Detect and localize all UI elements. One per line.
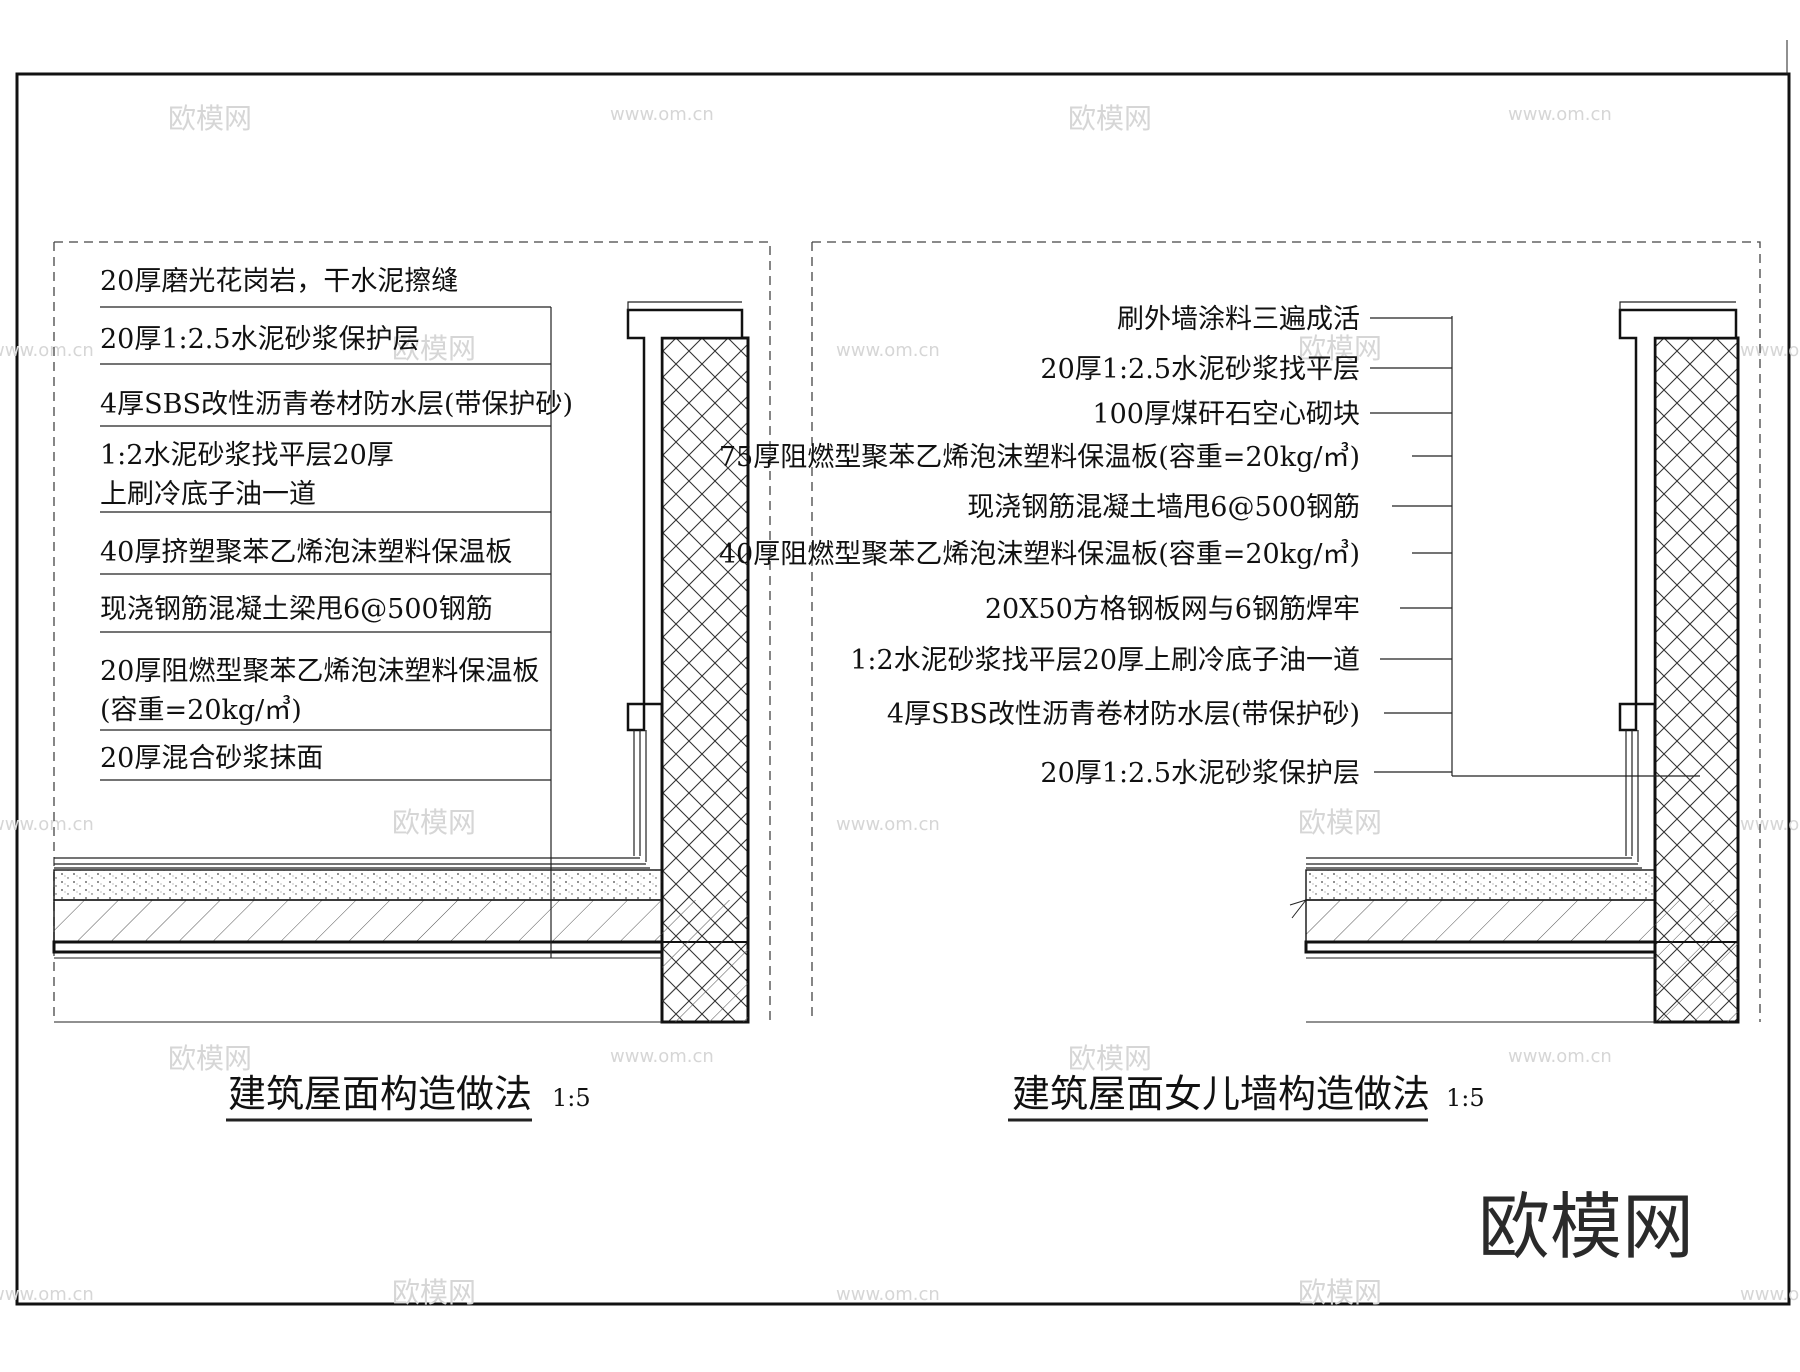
right-layer-label: 4厚SBS改性沥青卷材防水层(带保护砂) [887,699,1360,730]
watermark-logo: 欧模网 [392,332,476,365]
right-detail-scale: 1:5 [1446,1084,1485,1112]
left-layer-label: 20厚磨光花岗岩，干水泥擦缝 [100,266,458,297]
sheet-frame [15,72,1791,1306]
left-layer-label: 40厚挤塑聚苯乙烯泡沫塑料保温板 [100,537,512,568]
left-detail-title: 建筑屋面构造做法 [228,1072,532,1116]
watermark-logo: 欧模网 [168,1042,252,1075]
watermark-url: www.om.cn [836,340,940,361]
left-detail-scale: 1:5 [552,1084,591,1112]
right-layer-labels: 刷外墙涂料三遍成活 20厚1:2.5水泥砂浆找平层 100厚煤矸石空心砌块 75厚阻燃… [719,304,1360,789]
left-layer-label: 上刷冷底子油一道 [100,479,316,510]
watermark-logo: 欧模网 [392,1276,476,1309]
left-layer-label: 1:2水泥砂浆找平层20厚 [100,440,394,471]
watermark-logo: 欧模网 [1068,1042,1152,1075]
right-layer-label: 75厚阻燃型聚苯乙烯泡沫塑料保温板(容重=20kg/㎥) [719,442,1360,473]
left-layer-label: 现浇钢筋混凝土梁甩6@500钢筋 [100,594,493,625]
left-layer-label: 20厚阻燃型聚苯乙烯泡沫塑料保温板 [100,656,539,687]
left-layer-label: 20厚1:2.5水泥砂浆保护层 [100,324,420,355]
watermark-logo: 欧模网 [1298,332,1382,365]
right-layer-label: 20厚1:2.5水泥砂浆保护层 [1040,758,1360,789]
right-layer-label: 刷外墙涂料三遍成活 [1117,304,1360,335]
watermark-url: www.om.cn [1740,340,1800,361]
watermark-url: www.om.cn [1508,104,1612,125]
watermark-url: www.om.cn [0,340,94,361]
watermark-url: www.om.cn [1508,1046,1612,1067]
watermark-logo: 欧模网 [1298,1276,1382,1309]
right-layer-label: 40厚阻燃型聚苯乙烯泡沫塑料保温板(容重=20kg/㎥) [719,539,1360,570]
watermark-url: www.om.cn [836,1284,940,1305]
left-layer-labels: 20厚磨光花岗岩，干水泥擦缝 20厚1:2.5水泥砂浆保护层 4厚SBS改性沥青卷材… [100,266,573,774]
watermark-url: www.om.cn [610,104,714,125]
watermark-url: www.om.cn [1740,1284,1800,1305]
left-layer-label: 20厚混合砂浆抹面 [100,743,323,774]
watermark-url: www.om.cn [0,814,94,835]
watermark-url: www.om.cn [0,1284,94,1305]
right-layer-label: 100厚煤矸石空心砌块 [1092,399,1360,430]
watermark-url: www.om.cn [1740,814,1800,835]
watermark-logo: 欧模网 [168,102,252,135]
watermark-url: www.om.cn [836,814,940,835]
left-detail-drawing [52,241,771,1024]
right-detail-drawing [811,241,1761,1024]
watermark-logo: 欧模网 [1298,806,1382,839]
left-coping [626,308,744,732]
right-layer-label: 现浇钢筋混凝土墙甩6@500钢筋 [967,492,1360,523]
brand-logo: 欧模网 [1478,1185,1694,1269]
right-coping [1618,308,1738,732]
right-layer-label: 20厚1:2.5水泥砂浆找平层 [1040,354,1360,385]
right-detail-title: 建筑屋面女儿墙构造做法 [1012,1072,1430,1116]
right-layer-label: 20X50方格钢板网与6钢筋焊牢 [985,594,1360,625]
watermark-logo: 欧模网 [392,806,476,839]
watermark-logo: 欧模网 [1068,102,1152,135]
watermark-url: www.om.cn [610,1046,714,1067]
left-layer-label: 4厚SBS改性沥青卷材防水层(带保护砂) [100,389,573,420]
right-layer-label: 1:2水泥砂浆找平层20厚上刷冷底子油一道 [850,645,1360,676]
left-layer-label: (容重=20kg/㎥) [100,695,302,726]
